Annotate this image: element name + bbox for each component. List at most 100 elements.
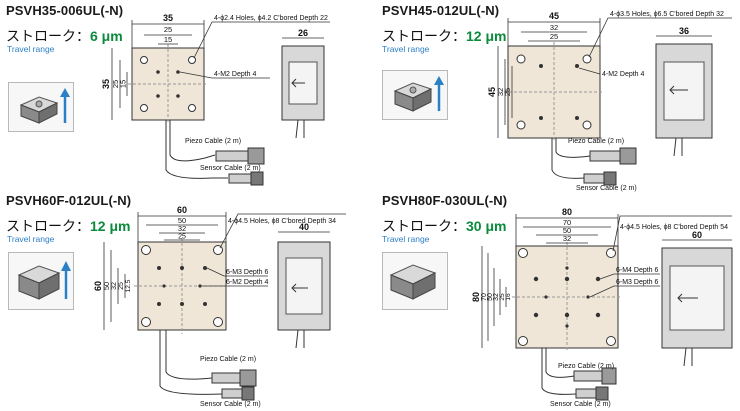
stroke-label: ストローク：: [6, 218, 90, 234]
piezo-cable-label: Piezo Cable (2 m): [568, 138, 624, 145]
dim-left-0: 80: [471, 292, 481, 302]
stroke-value: 12 μm: [466, 28, 507, 44]
stage-photo-icon: [17, 261, 71, 300]
cbore-holes: [140, 56, 196, 112]
cables: [541, 348, 617, 401]
dim-left-3: 25: [118, 282, 125, 290]
note-m3: 6-M3 Depth 6: [226, 269, 269, 276]
stroke-label: ストローク：: [382, 28, 466, 44]
dim-left-2: 50: [487, 293, 494, 301]
dim-top-1: 50: [178, 216, 186, 225]
drawing: 35 25 15 35 25 15 4-ϕ2.4 Holes, ϕ4.2 C'b…: [101, 13, 330, 186]
dim-top-2: 25: [550, 32, 558, 41]
piezo-cable-label: Piezo Cable (2 m): [200, 356, 256, 363]
dim-top-2: 32: [178, 224, 186, 233]
panel-psvh80f: PSVH80F-030UL(-N) ストローク：30 μm Travel ran…: [370, 190, 740, 411]
dim-side: 36: [679, 26, 689, 36]
sensor-cable-label: Sensor Cable (2 m): [576, 185, 637, 192]
dim-top-2: 15: [164, 35, 172, 44]
dim-left-0: 60: [93, 281, 103, 291]
dim-top-1: 25: [164, 25, 172, 34]
note-tapped: 4-M2 Depth 4: [214, 71, 257, 78]
panel-psvh45: PSVH45-012UL(-N) ストローク：12 μm Travel rang…: [370, 0, 740, 205]
tapped-holes: [156, 70, 180, 98]
stage-photo-icon: [389, 264, 437, 300]
sensor-cable-label: Sensor Cable (2 m): [200, 165, 261, 172]
side-view: 40: [277, 222, 331, 349]
note-holes: 4-ϕ3.5 Holes, ϕ6.5 C'bored Depth 32: [610, 11, 724, 18]
panel-psvh35: PSVH35-006UL(-N) ストローク：6 μm Travel range: [0, 0, 370, 205]
cables: [165, 120, 265, 186]
product-photo: [382, 70, 448, 120]
note-holes: 4-ϕ2.4 Holes, ϕ4.2 C'bored Depth 22: [214, 15, 328, 22]
stage-photo-icon: [19, 88, 70, 124]
note-holes: 4-ϕ4.5 Holes, ϕ8 C'bored Depth 54: [620, 224, 728, 231]
dim-top-3: 25: [178, 234, 186, 241]
drawing: 60 50 32 25 60 50 32 25 12.5 4-ϕ4.5 Hole…: [93, 205, 346, 408]
panel-psvh60f: PSVH60F-012UL(-N) ストローク：12 μm Travel ran…: [0, 190, 370, 411]
dim-top-0: 80: [562, 207, 572, 217]
dim-left-2: 32: [111, 282, 118, 290]
stroke-value: 12 μm: [90, 218, 131, 234]
side-view: 26: [281, 28, 325, 139]
sensor-cable-label: Sensor Cable (2 m): [550, 401, 611, 408]
model-name: PSVH35-006UL(-N): [6, 3, 124, 18]
dim-left-0: 45: [487, 87, 497, 97]
model-name: PSVH80F-030UL(-N): [382, 193, 508, 208]
stroke-value: 30 μm: [466, 218, 507, 234]
product-photo: [8, 82, 74, 132]
model-name: PSVH60F-012UL(-N): [6, 193, 132, 208]
dim-left-5: 16: [505, 293, 512, 301]
dim-left-3: 32: [493, 293, 500, 301]
dim-top-3: 32: [563, 234, 571, 243]
drawing: 45 32 25 45 32 25 4-ϕ3.5 Holes, ϕ6.5 C'b…: [487, 11, 732, 192]
dim-side: 60: [692, 230, 702, 240]
dim-top-0: 35: [163, 13, 173, 23]
note-tapped: 4-M2 Depth 4: [602, 71, 645, 78]
side-view: 36: [655, 26, 713, 157]
travel-range-label: Travel range: [7, 234, 55, 244]
piezo-cable-label: Piezo Cable (2 m): [185, 138, 241, 145]
drawing: 80 70 50 32 80 70 50 32 25 16 4-ϕ4.5 Hol…: [471, 207, 733, 408]
stroke-label: ストローク：: [6, 28, 90, 44]
travel-range-label: Travel range: [382, 234, 430, 244]
dim-left-1: 32: [496, 88, 505, 96]
note-holes: 4-ϕ4.5 Holes, ϕ8 C'bored Depth 34: [228, 218, 336, 225]
travel-range-label: Travel range: [382, 44, 430, 54]
stage-photo-icon: [393, 76, 444, 112]
note-m2: 6-M2 Depth 4: [226, 279, 269, 286]
tapped-holes: [539, 64, 579, 120]
stroke-line: ストローク：12 μm: [382, 26, 506, 46]
stroke-label: ストローク：: [382, 218, 466, 234]
dim-left-1: 25: [111, 80, 120, 88]
tapped-holes: [157, 266, 207, 306]
dim-left-2: 15: [119, 80, 128, 88]
dim-side: 26: [298, 28, 308, 38]
tapped-holes: [533, 266, 601, 328]
dim-top-2: 50: [563, 226, 571, 235]
dim-left-4: 12.5: [125, 279, 132, 292]
product-photo: [8, 252, 74, 310]
dim-top-0: 45: [549, 11, 559, 21]
dim-left-1: 70: [481, 293, 488, 301]
cbore-holes: [516, 54, 592, 130]
cables: [159, 330, 257, 401]
piezo-cable-label: Piezo Cable (2 m): [558, 363, 614, 370]
dim-left-2: 25: [503, 88, 512, 96]
travel-range-label: Travel range: [7, 44, 55, 54]
side-view: 60: [661, 230, 733, 367]
note-m3: 6-M3 Depth 6: [616, 279, 659, 286]
stroke-line: ストローク：12 μm: [6, 216, 130, 236]
stroke-line: ストローク：6 μm: [6, 26, 123, 46]
dim-top-0: 60: [177, 205, 187, 215]
dim-left-0: 35: [101, 79, 111, 89]
dim-side: 40: [299, 222, 309, 232]
cbore-holes: [518, 248, 616, 346]
sensor-cable-label: Sensor Cable (2 m): [200, 401, 261, 408]
stroke-value: 6 μm: [90, 28, 123, 44]
product-photo: [382, 252, 448, 310]
cables: [551, 138, 637, 186]
model-name: PSVH45-012UL(-N): [382, 3, 500, 18]
dim-top-1: 70: [563, 218, 571, 227]
dim-left-4: 25: [499, 293, 506, 301]
